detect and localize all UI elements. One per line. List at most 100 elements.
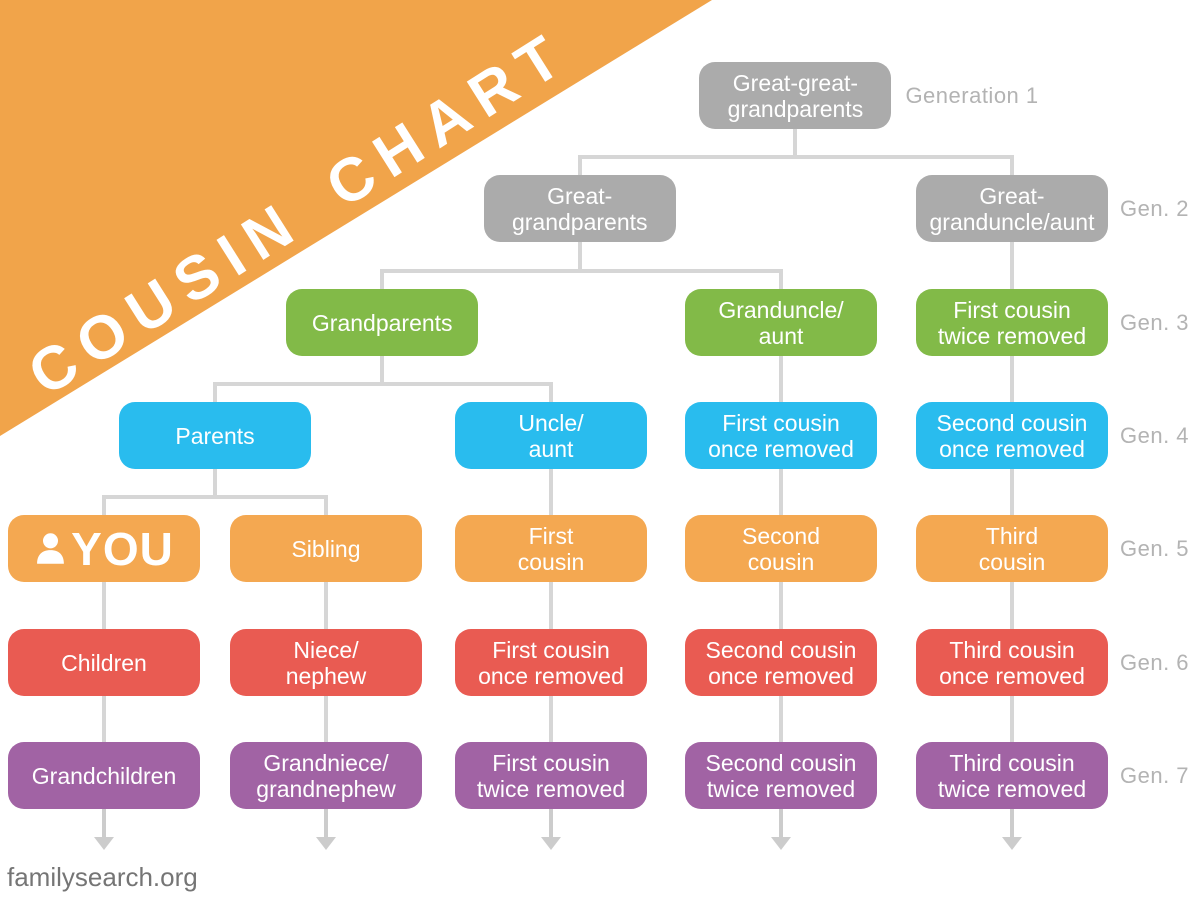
connector-line xyxy=(577,155,582,175)
connector-line xyxy=(549,582,553,629)
down-arrow xyxy=(549,809,553,837)
box-second-cousin-once-removed-g6: Second cousin once removed xyxy=(685,629,877,696)
generation-label: Gen. 5 xyxy=(1120,535,1190,561)
down-arrow-head xyxy=(316,837,336,850)
box-label: First cousin once removed xyxy=(478,636,624,689)
site-name: familysearch.org xyxy=(7,862,198,892)
generation-label: Gen. 3 xyxy=(1120,309,1190,335)
box-grandniece-grandnephew: Grandniece/ grandnephew xyxy=(230,742,422,809)
connector-line xyxy=(1010,356,1014,402)
box-grandparents: Grandparents xyxy=(286,289,479,356)
connector-line xyxy=(1010,469,1014,515)
connector-line xyxy=(793,129,798,159)
generation-label: Gen. 4 xyxy=(1120,422,1190,448)
person-icon xyxy=(34,532,67,565)
box-label: Great-great- grandparents xyxy=(727,69,864,122)
connector-line xyxy=(779,582,783,629)
connector-line xyxy=(549,696,553,742)
down-arrow-head xyxy=(94,837,114,850)
down-arrow-head xyxy=(541,837,561,850)
box-parents: Parents xyxy=(119,402,311,469)
box-label: First cousin xyxy=(517,522,585,575)
box-label: Granduncle/ aunt xyxy=(718,296,844,349)
connector-line xyxy=(380,356,385,386)
box-label: Children xyxy=(61,649,147,676)
connector-line xyxy=(102,582,106,629)
connector-line xyxy=(549,469,553,515)
box-label: First cousin twice removed xyxy=(937,296,1087,349)
box-niece-nephew: Niece/ nephew xyxy=(230,629,422,696)
box-great-great-grandparents: Great-great- grandparents xyxy=(699,62,892,129)
box-label: Great- granduncle/aunt xyxy=(929,182,1095,235)
connector-line xyxy=(1010,696,1014,742)
box-children: Children xyxy=(8,629,200,696)
connector-line xyxy=(324,495,328,515)
down-arrow-head xyxy=(1002,837,1022,850)
generation-label: Generation 1 xyxy=(905,82,1039,108)
box-great-granduncle-aunt: Great- granduncle/aunt xyxy=(916,175,1108,242)
down-arrow xyxy=(324,809,328,837)
box-label: Second cousin twice removed xyxy=(705,749,857,802)
box-sibling: Sibling xyxy=(230,515,422,582)
box-first-cousin-twice-removed-g7: First cousin twice removed xyxy=(455,742,647,809)
box-label: Grandchildren xyxy=(31,762,177,789)
box-grandchildren: Grandchildren xyxy=(8,742,200,809)
box-label: Second cousin xyxy=(741,522,820,575)
generation-label: Gen. 2 xyxy=(1120,195,1190,221)
box-label: Second cousin once removed xyxy=(936,409,1088,462)
box-third-cousin: Third cousin xyxy=(916,515,1108,582)
box-label: Parents xyxy=(175,422,255,449)
connector-line xyxy=(213,469,217,499)
connector-line xyxy=(549,382,553,402)
box-first-cousin-twice-removed-g3: First cousin twice removed xyxy=(916,289,1108,356)
box-label: Grandniece/ grandnephew xyxy=(256,749,396,802)
down-arrow xyxy=(1010,809,1014,837)
box-label: YOU xyxy=(71,522,174,575)
connector-line xyxy=(324,582,328,629)
connector-line xyxy=(1010,242,1014,289)
connector-line xyxy=(102,495,328,499)
connector-line xyxy=(577,242,582,273)
connector-line xyxy=(779,696,783,742)
box-granduncle-aunt: Granduncle/ aunt xyxy=(685,289,877,356)
box-first-cousin-once-removed-g4: First cousin once removed xyxy=(685,402,877,469)
connector-line xyxy=(324,696,328,742)
box-third-cousin-once-removed-g6: Third cousin once removed xyxy=(916,629,1108,696)
connector-line xyxy=(779,269,783,289)
box-label: Niece/ nephew xyxy=(285,636,367,689)
box-label: Third cousin twice removed xyxy=(937,749,1087,802)
box-second-cousin-once-removed-g4: Second cousin once removed xyxy=(916,402,1108,469)
box-second-cousin: Second cousin xyxy=(685,515,877,582)
box-first-cousin-once-removed-g6: First cousin once removed xyxy=(455,629,647,696)
box-uncle-aunt: Uncle/ aunt xyxy=(455,402,647,469)
box-label: Great- grandparents xyxy=(511,182,648,235)
connector-line xyxy=(1010,582,1014,629)
connector-line xyxy=(102,495,106,515)
box-label: First cousin once removed xyxy=(708,409,854,462)
box-third-cousin-twice-removed-g7: Third cousin twice removed xyxy=(916,742,1108,809)
box-label: Second cousin once removed xyxy=(705,636,857,689)
box-label: Third cousin once removed xyxy=(939,636,1085,689)
connector-line xyxy=(1010,155,1014,175)
box-label: First cousin twice removed xyxy=(476,749,626,802)
box-first-cousin: First cousin xyxy=(455,515,647,582)
down-arrow xyxy=(102,809,106,837)
box-label: Grandparents xyxy=(311,309,453,336)
box-label: Third cousin xyxy=(978,522,1046,575)
connector-line xyxy=(779,469,783,515)
box-label: Sibling xyxy=(291,535,361,562)
generation-label: Gen. 7 xyxy=(1120,762,1190,788)
connector-line xyxy=(213,382,217,402)
generation-label: Gen. 6 xyxy=(1120,649,1190,675)
down-arrow xyxy=(779,809,783,837)
down-arrow-head xyxy=(771,837,791,850)
box-great-grandparents: Great- grandparents xyxy=(483,175,676,242)
box-you: YOU xyxy=(8,515,200,582)
connector-line xyxy=(380,269,385,289)
box-second-cousin-twice-removed-g7: Second cousin twice removed xyxy=(685,742,877,809)
box-label: Uncle/ aunt xyxy=(518,409,584,462)
connector-line xyxy=(213,382,553,386)
connector-line xyxy=(577,155,1014,159)
connector-line xyxy=(779,356,783,402)
